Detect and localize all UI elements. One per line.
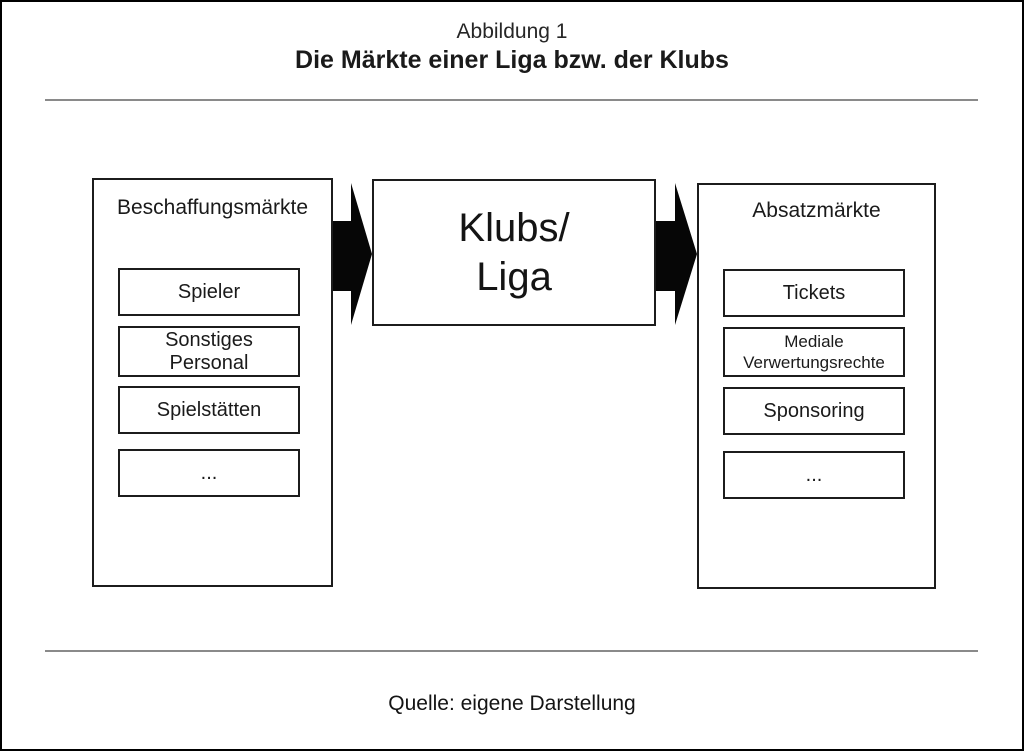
clubs-liga-node: Klubs/ Liga: [372, 179, 656, 326]
top-rule: [45, 99, 978, 101]
clubs-liga-line1: Klubs/: [458, 205, 570, 250]
supply-panel-title: Beschaffungsmärkte: [116, 196, 309, 219]
clubs-liga-line2: Liga: [476, 254, 552, 299]
figure-source: Quelle: eigene Darstellung: [388, 692, 636, 715]
figure-label: Abbildung 1: [456, 20, 568, 43]
supply-item-spielstaetten: Spielstätten: [118, 386, 300, 434]
supply-markets-panel: Beschaffungsmärkte Spieler Sonstiges Per…: [92, 178, 333, 587]
figure-title: Die Märkte einer Liga bzw. der Klubs: [295, 46, 729, 74]
supply-item-ellipsis: ...: [118, 449, 300, 497]
sales-markets-panel: Absatzmärkte Tickets Mediale Verwertungs…: [697, 183, 936, 589]
sales-item-tickets: Tickets: [723, 269, 905, 317]
sales-item-sponsoring: Sponsoring: [723, 387, 905, 435]
supply-item-sonstiges-personal: Sonstiges Personal: [118, 326, 300, 377]
arrow-club-to-sales-icon: [656, 183, 697, 325]
sales-panel-title: Absatzmärkte: [752, 199, 881, 222]
supply-item-spieler: Spieler: [118, 268, 300, 316]
arrow-supply-to-club-icon: [333, 183, 372, 325]
sales-item-mediale-verwertungsrechte: Mediale Verwertungsrechte: [723, 327, 905, 377]
sales-item-ellipsis: ...: [723, 451, 905, 499]
bottom-rule: [45, 650, 978, 652]
